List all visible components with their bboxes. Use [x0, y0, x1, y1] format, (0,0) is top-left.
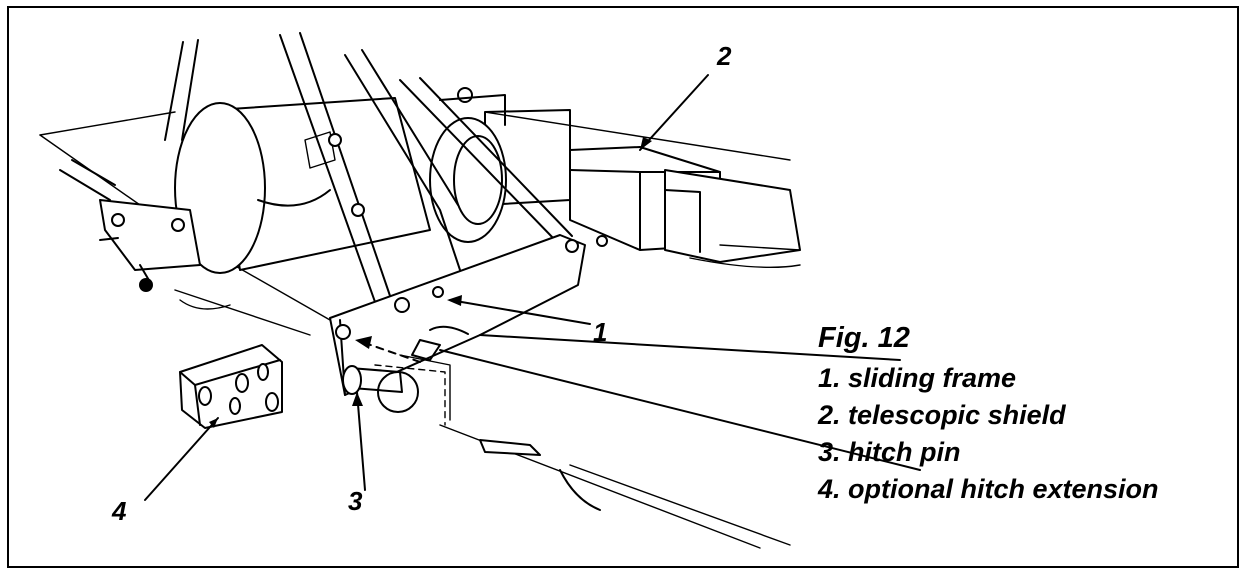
drawbar: [479, 439, 601, 511]
arrowheads: [209, 137, 652, 428]
dashed-arrow: [361, 341, 421, 363]
leader-line-4: [144, 417, 219, 501]
telescopic-shield: [484, 109, 801, 269]
callout-3: 3: [348, 486, 363, 516]
figure-frame: [7, 6, 1239, 568]
leader-line-2: [639, 74, 709, 151]
leader-line-1: [449, 299, 591, 325]
sliding-frame: [329, 234, 921, 471]
leader-lines: [144, 74, 709, 501]
figure-caption: Fig. 12 1. sliding frame 2. telescopic s…: [818, 320, 1159, 508]
legend-item-1: 1. sliding frame: [818, 363, 1017, 393]
legend-item-4: 4. optional hitch extension: [818, 474, 1159, 504]
leader-line-3: [356, 391, 366, 491]
arrowhead-dashed: [355, 336, 372, 349]
left-bracket: [59, 159, 201, 292]
arrowhead-1: [447, 295, 462, 306]
arrowhead-2: [640, 137, 652, 150]
legend-item-2: 2. telescopic shield: [818, 400, 1066, 430]
arrowhead-4: [209, 418, 218, 428]
hitch-extension-plate: [179, 344, 283, 429]
cylinder: [174, 97, 431, 274]
arrowhead-3: [352, 392, 363, 406]
callout-1: 1: [593, 317, 607, 347]
legend-item-3: 3. hitch pin: [818, 437, 961, 467]
figure-title: Fig. 12: [818, 322, 910, 354]
a-frame-struts: [164, 32, 573, 331]
callout-2: 2: [716, 41, 732, 71]
callout-4: 4: [111, 496, 127, 526]
hitch-pin: [342, 339, 451, 426]
